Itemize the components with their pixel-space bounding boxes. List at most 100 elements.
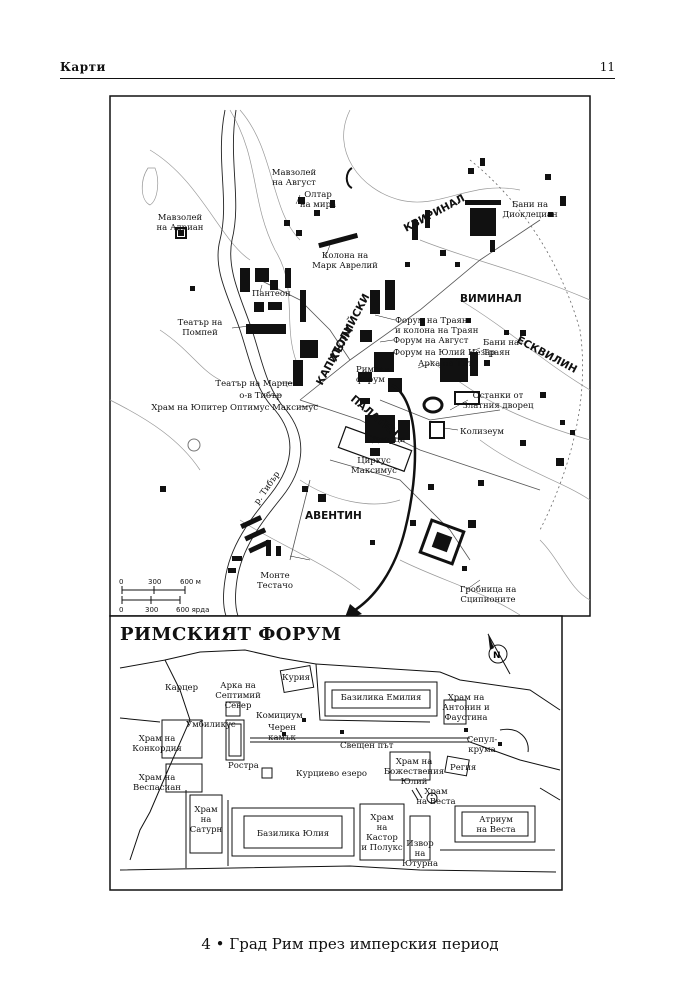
label-baths-trajan-1: Бани на <box>483 338 519 348</box>
label-altar-peace-1: Олтар <box>304 190 332 200</box>
scale-bar: 0 300 600 м 0 300 600 ярда <box>119 578 209 614</box>
forum-label-juturna-3: Ютурна <box>402 859 438 869</box>
label-tomb-scipios-2: Сципионите <box>460 595 515 605</box>
forum-label-castor-3: Кастор <box>366 833 398 843</box>
forum-label-vesta-2: на Веста <box>416 797 455 807</box>
forum-label-sepulcrum-2: крума <box>468 745 495 755</box>
scale-m-600: 600 м <box>180 578 201 586</box>
forum-label-vespasian-1: Храм на <box>139 773 176 783</box>
label-palaces: Дворци <box>372 435 406 445</box>
label-altar-peace-2: на мира <box>300 200 336 210</box>
label-tomb-scipios-1: Гробница на <box>460 584 517 595</box>
label-mausoleum-hadrian-2: на Адриан <box>157 223 204 233</box>
label-forum-trajan-1: Форум на Траян <box>395 316 468 326</box>
forum-label-juturna-2: на <box>415 849 426 859</box>
city-leader-lines <box>231 194 481 591</box>
city-buildings <box>160 158 575 573</box>
city-map-frame <box>109 95 591 617</box>
label-roman-forum-1: Римски <box>356 365 390 375</box>
scale-y-300: 300 <box>145 606 158 614</box>
compass-icon: N <box>487 633 511 675</box>
label-circus-maximus-1: Циркус <box>357 456 391 466</box>
label-forum-trajan-2: и колона на Траян <box>395 326 479 336</box>
tiber-river <box>217 109 302 617</box>
label-temple-jupiter: Храм на Юпитер Оптимус Максимус <box>151 403 318 413</box>
city-wall <box>469 159 583 531</box>
scale-y-600: 600 ярда <box>176 606 209 614</box>
forum-label-lacus-curtius: Курциево езеро <box>296 769 367 779</box>
scale-m-0: 0 <box>119 578 123 586</box>
label-column-marcus-1: Колона на <box>322 251 368 261</box>
label-baths-diocletian-2: Диоклециан <box>502 210 558 220</box>
label-forum-julius: Форум на Юлий Цезар <box>393 348 496 358</box>
forum-label-umbilicus: Умбиликус <box>186 719 236 730</box>
label-theatre-marcellus: Театър на Марцел <box>215 379 298 389</box>
running-header-section: Карти <box>60 60 106 74</box>
scale-y-0: 0 <box>119 606 123 614</box>
label-theatre-pompey-1: Театър на <box>178 318 223 328</box>
forum-label-antoninus-3: Фаустина <box>445 713 488 723</box>
forum-label-antoninus-2: Антонин и <box>442 703 490 713</box>
label-golden-house-2: Златния дворец <box>463 401 534 411</box>
label-mausoleum-augustus-1: Мавзолей <box>272 168 317 178</box>
forum-label-atrium-2: на Веста <box>476 825 515 835</box>
page-number: 11 <box>599 60 615 74</box>
forum-label-julius-1: Храм на <box>396 757 433 767</box>
forum-label-arch-1: Арка на <box>220 681 256 691</box>
forum-label-juturna-1: Извор <box>406 839 434 849</box>
forum-label-concordia-2: Конкордия <box>132 744 182 754</box>
forum-label-castor-1: Храм <box>370 813 394 823</box>
forum-label-basilica-aemilia: Базилика Емилия <box>341 693 422 703</box>
forum-label-comitium: Комициум <box>256 711 303 721</box>
forum-label-black-stone-2: камък <box>268 733 296 743</box>
scale-m-300: 300 <box>148 578 161 586</box>
forum-label-basilica-julia: Базилика Юлия <box>257 829 329 839</box>
forum-label-saturn-2: на <box>201 815 212 825</box>
label-baths-diocletian-1: Бани на <box>512 200 548 210</box>
forum-label-saturn-1: Храм <box>194 805 218 815</box>
forum-label-sacred-way: Свещен път <box>340 741 394 751</box>
forum-label-curia: Курия <box>282 673 310 683</box>
label-forum-augustus: Форум на Август <box>393 336 469 346</box>
forum-label-julius-2: Божествения <box>384 767 444 777</box>
label-golden-house-1: Останки от <box>473 391 524 401</box>
label-theatre-pompey-2: Помпей <box>182 328 218 338</box>
forum-label-arch-2: Септимий <box>215 691 261 701</box>
forum-label-saturn-3: Сатурн <box>190 825 223 835</box>
forum-label-concordia-1: Храм на <box>139 734 176 744</box>
forum-label-carcer: Карцер <box>165 683 199 693</box>
forum-label-vespasian-2: Веспасиан <box>133 783 181 793</box>
label-monte-testaccio-1: Монте <box>260 571 289 581</box>
city-map-terrain <box>109 109 591 616</box>
label-pantheon: Пантеон <box>252 289 291 299</box>
label-circus-maximus-2: Максимус <box>351 466 397 476</box>
label-colosseum: Колизеум <box>460 427 504 437</box>
forum-label-antoninus-1: Храм на <box>448 693 485 703</box>
forum-label-castor-2: на <box>377 823 388 833</box>
forum-inset-title: РИМСКИЯТ ФОРУМ <box>120 624 342 645</box>
forum-label-sepulcrum-1: Сепул- <box>467 735 498 745</box>
district-viminal: ВИМИНАЛ <box>460 293 522 305</box>
forum-label-rostra: Ростра <box>228 761 259 771</box>
label-mausoleum-augustus-2: на Август <box>272 178 316 188</box>
header-rule <box>60 78 615 79</box>
label-tiber-island: о-в Тибър <box>239 390 282 401</box>
forum-inset-frame <box>109 615 563 891</box>
forum-structures <box>119 649 561 873</box>
compass-north-label: N <box>493 651 501 661</box>
forum-label-black-stone-1: Черен <box>268 723 296 733</box>
forum-labels: Карцер Курия Арка на Септимий Север Бази… <box>132 673 515 869</box>
forum-label-julius-3: Юлий <box>401 777 428 787</box>
district-aventin: АВЕНТИН <box>305 510 362 522</box>
forum-label-arch-3: Север <box>225 701 252 711</box>
label-mausoleum-hadrian-1: Мавзолей <box>158 213 203 223</box>
forum-label-vesta-1: Храм <box>424 787 448 797</box>
label-monte-testaccio-2: Тестачо <box>257 581 293 591</box>
label-baths-trajan-2: Траян <box>483 348 511 358</box>
figure-caption: 4 • Град Рим през имперския период <box>201 935 499 953</box>
label-roman-forum-2: форум <box>356 375 385 385</box>
label-column-marcus-2: Марк Аврелий <box>312 261 378 271</box>
forum-label-regia: Регия <box>450 763 476 773</box>
forum-small-blocks <box>282 718 502 746</box>
